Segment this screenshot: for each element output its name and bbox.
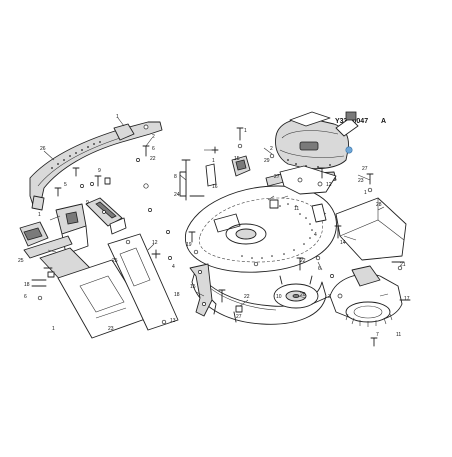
callout-22: 22: [150, 156, 156, 162]
callout-22b: 22: [300, 258, 306, 264]
callout-15: 15: [234, 156, 240, 162]
callout-4b: 4: [314, 232, 317, 238]
motor-unit: [275, 111, 359, 170]
small-hardware-left: [54, 145, 150, 197]
callout-13: 13: [170, 318, 176, 324]
callout-6c: 6: [318, 266, 321, 272]
callout-1f: 1: [364, 190, 367, 196]
callout-23b: 23: [358, 178, 364, 184]
latch-bracket: [55, 203, 89, 255]
callout-12b: 12: [326, 182, 332, 188]
callout-8: 8: [174, 174, 177, 180]
callout-10: 10: [276, 294, 282, 300]
callout-18b: 18: [174, 292, 180, 298]
callout-2b: 2: [270, 146, 273, 152]
callout-11: 11: [294, 206, 299, 212]
callout-12: 12: [152, 240, 158, 246]
view-letter: A: [381, 118, 386, 125]
callout-16: 16: [212, 184, 218, 190]
callout-17: 17: [404, 296, 410, 302]
callout-25b: 25: [112, 258, 118, 264]
callout-27c: 27: [236, 314, 242, 320]
motor-mount-bracket: [279, 165, 337, 195]
callout-9b: 9: [86, 200, 89, 206]
callout-7: 7: [376, 332, 379, 338]
small-hardware-right: [330, 173, 411, 301]
handle-bar: [29, 121, 163, 211]
small-hardware-deck: [188, 127, 304, 313]
callout-19: 19: [186, 242, 192, 248]
deck-link-arm: [189, 263, 213, 317]
callout-5: 5: [64, 182, 67, 188]
callout-1b: 1: [38, 212, 41, 218]
callout-20: 20: [300, 292, 306, 298]
callout-6: 6: [152, 146, 155, 152]
callout-27: 27: [362, 166, 368, 172]
callout-labels: 26 1 2 6 22 9 5 1 12 18 6 1 23 13 4 18 1…: [18, 114, 410, 338]
callout-11b: 11: [396, 332, 401, 338]
callout-4: 4: [172, 264, 175, 270]
callout-29: 29: [264, 158, 270, 164]
callout-1: 1: [116, 114, 119, 120]
gear-housing: [311, 265, 403, 347]
support-rail-rear: [107, 233, 179, 331]
side-cover: [335, 197, 407, 261]
callout-18: 18: [24, 282, 30, 288]
wheel-hub: [273, 275, 319, 309]
lever-bracket: [85, 197, 127, 235]
callout-14: 14: [340, 240, 346, 246]
callout-24: 24: [174, 192, 180, 198]
callout-9: 9: [98, 168, 101, 174]
callout-1c: 1: [52, 326, 55, 332]
small-hardware-left-lower: [31, 208, 172, 301]
callout-3: 3: [328, 294, 331, 300]
callout-23: 23: [108, 326, 114, 332]
callout-1e: 1: [244, 128, 247, 134]
callout-15b: 15: [190, 284, 196, 290]
callout-26: 26: [40, 146, 46, 152]
leader-lines: [43, 117, 389, 307]
callout-21: 21: [400, 262, 406, 268]
callout-27b: 27: [274, 174, 280, 180]
mower-deck: [185, 185, 337, 273]
callout-2: 2: [152, 134, 155, 140]
callout-25: 25: [18, 258, 24, 264]
callout-28: 28: [376, 202, 382, 208]
callout-6b: 6: [24, 294, 27, 300]
callout-1d: 1: [212, 158, 215, 164]
callout-22c: 22: [244, 294, 250, 300]
pedal-pad: [19, 221, 49, 247]
highlight-dot: [345, 146, 353, 154]
